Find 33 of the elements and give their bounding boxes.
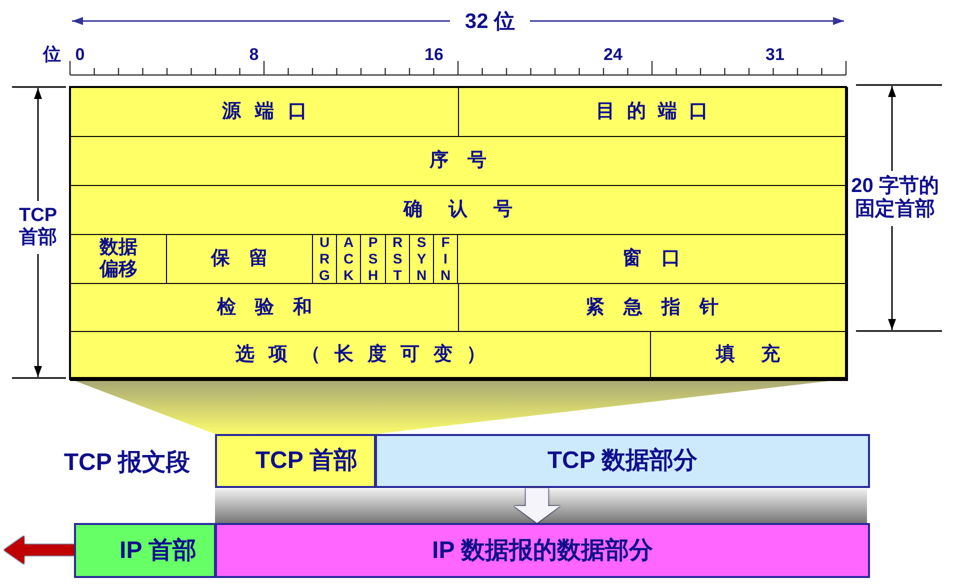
header-field: 数据偏移 [70,234,167,284]
row-label: TCP 报文段 [62,448,192,478]
arrow [4,536,74,564]
header-field: 检验和 [70,283,459,332]
header-field: 源端口 [70,87,459,137]
header-field: 确认号 [70,185,846,235]
ip-header-block: IP 首部 [74,523,216,578]
dimension-label: 20 字节的固定首部 [850,174,940,222]
flag-bit-field: PSH [360,234,386,284]
dimension-label: TCP 首部 [18,204,58,250]
header-field: 窗口 [457,234,846,284]
bit-number: 8 [248,44,260,66]
header-field: 序号 [70,136,846,186]
arrow [514,488,560,523]
flag-bit-field: RST [385,234,410,284]
header-field: 填充 [650,331,846,378]
tcp-header-block: TCP 首部 [215,434,376,488]
flag-bit-field: FIN [433,234,458,284]
bit-number: 16 [424,44,444,66]
bit-axis-label: 位 [42,42,62,66]
flag-bit-field: SYN [409,234,434,284]
header-field: 紧急指针 [458,283,846,332]
dimension-label: 32 位 [464,8,516,35]
tcp-data-block: TCP 数据部分 [375,434,870,488]
header-field: 保留 [166,234,313,284]
flag-bit-field: URG [312,234,337,284]
bit-number: 31 [764,44,786,66]
header-field: 目的端口 [458,87,846,137]
flag-bit-field: ACK [336,234,361,284]
bit-number: 0 [74,44,86,66]
header-field: 选项（长度可变） [70,331,651,378]
ip-data-block: IP 数据报的数据部分 [215,523,870,578]
bit-number: 24 [602,44,624,66]
